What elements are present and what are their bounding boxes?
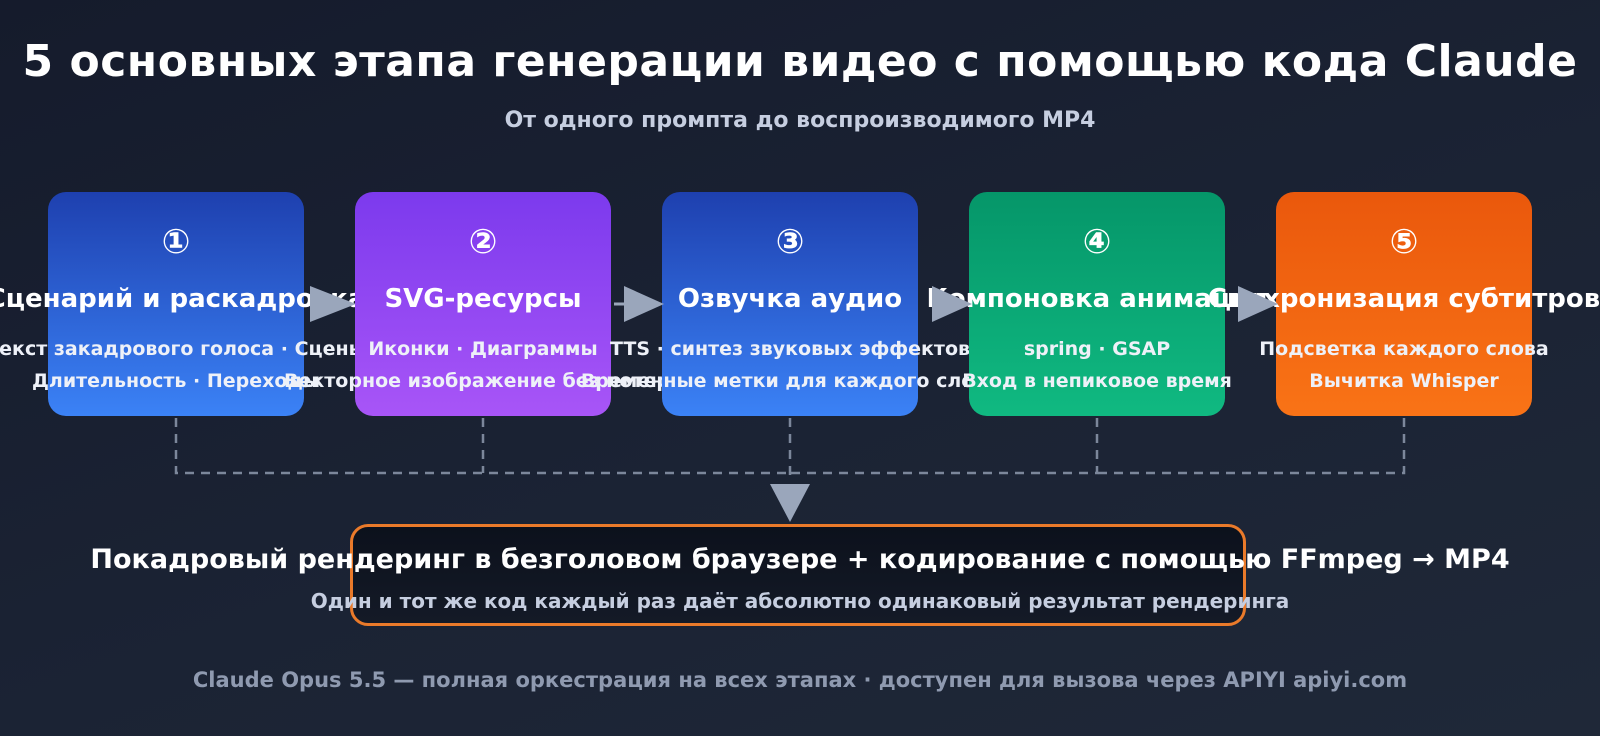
connector-stage-5 [1097,418,1406,475]
stage-number: ⑤ [1389,222,1419,262]
stage-card-voiceover: ③ Озвучка аудио TTS · синтез звуковых эф… [581,192,999,416]
stage-title: Компоновка анимации [926,284,1268,314]
stage-detail-2: Временные метки для каждого слова [580,370,1000,392]
arrow-right-icon [932,286,972,322]
stage-number: ④ [1082,222,1112,262]
stage-number: ③ [775,222,805,262]
stage-detail-1: Иконки · Диаграммы [368,338,598,360]
stage-card-animation: ④ Компоновка анимации spring · GSAP Вход… [927,192,1267,416]
stage-detail-1: spring · GSAP [1023,338,1171,360]
stage-detail-1: Подсветка каждого слова [1259,338,1549,360]
connector-stage-1 [174,418,790,475]
down-arrow-icon [770,484,810,522]
arrow-right-icon [1238,286,1278,322]
connector-stage-4 [790,418,1099,475]
render-title: Покадровый рендеринг в безголовом браузе… [90,544,1510,575]
stage-card-script: ① Сценарий и раскадровка Текст закадрово… [0,192,366,416]
page-title: 5 основных этапа генерации видео с помощ… [22,36,1578,87]
stage-detail-1: Текст закадрового голоса · Сцены [0,338,366,360]
stage-detail-1: TTS · синтез звуковых эффектов [609,338,971,360]
stage-number: ① [161,222,191,262]
stage-title: SVG-ресурсы [384,284,582,314]
page-subtitle: От одного промпта до воспроизводимого MP… [504,108,1096,133]
arrow-right-icon [624,286,664,322]
stage-title: Озвучка аудио [677,284,903,314]
stage-title: Сценарий и раскадровка [0,284,366,314]
arrow-right-icon [310,286,356,322]
stage-title: Синхронизация субтитров [1207,284,1600,314]
render-subtitle: Один и тот же код каждый раз даёт абсолю… [310,589,1290,613]
dashed-collector-lines [174,418,1406,480]
footer-note: Claude Opus 5.5 — полная оркестрация на … [192,668,1408,692]
stage-card-subtitles: ⑤ Синхронизация субтитров Подсветка кажд… [1208,192,1600,416]
stage-detail-2: Вход в непиковое время [962,370,1232,392]
stage-number: ② [468,222,498,262]
stage-card-svg-assets: ② SVG-ресурсы Иконки · Диаграммы Векторн… [284,192,682,416]
stage-detail-2: Векторное изображение без потерь [284,370,682,392]
render-output-box [350,524,1246,626]
stage-detail-2: Длительность · Переходы [31,370,321,392]
stage-detail-2: Вычитка Whisper [1309,370,1499,392]
